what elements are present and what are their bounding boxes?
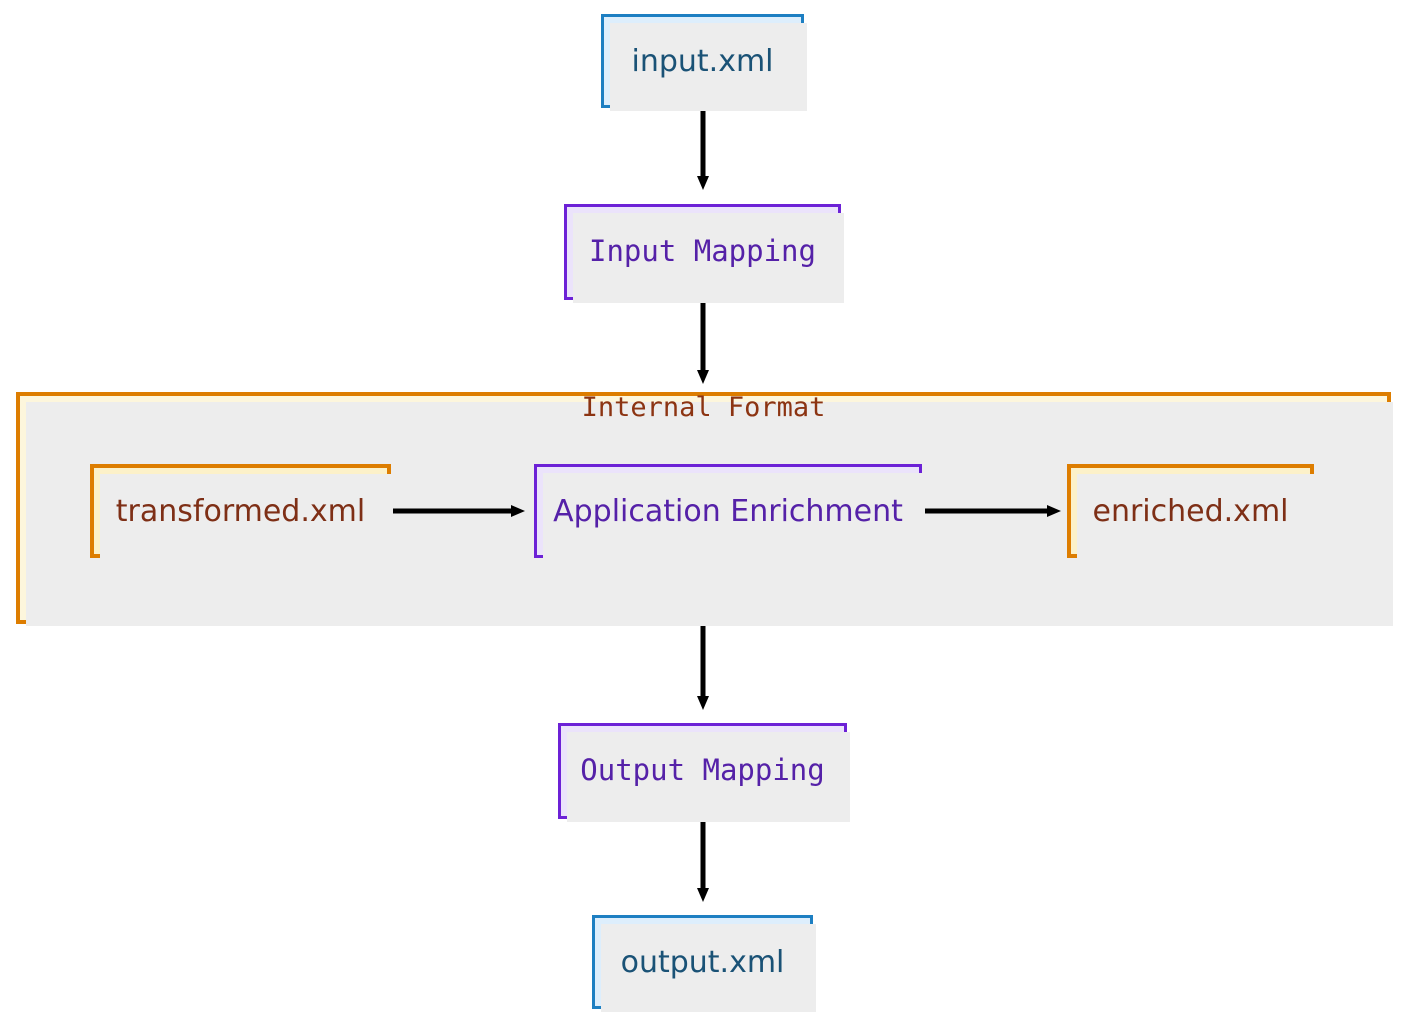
node-output-mapping[interactable]: Output Mapping: [558, 723, 850, 822]
node-input-xml[interactable]: input.xml: [601, 14, 807, 111]
node-label-application-enrichment: Application Enrichment: [553, 493, 903, 529]
node-application-enrichment[interactable]: Application Enrichment: [534, 464, 925, 561]
node-input-mapping[interactable]: Input Mapping: [564, 204, 844, 303]
node-enriched-xml[interactable]: enriched.xml: [1067, 464, 1316, 560]
node-output-xml[interactable]: output.xml: [592, 915, 816, 1012]
node-transformed-xml[interactable]: transformed.xml: [90, 464, 393, 560]
node-label-input-mapping: Input Mapping: [589, 234, 816, 269]
node-label-output-xml: output.xml: [620, 944, 785, 980]
node-label-enriched-xml: enriched.xml: [1092, 493, 1289, 529]
node-label-transformed-xml: transformed.xml: [115, 493, 366, 529]
node-label-input-xml: input.xml: [631, 43, 774, 79]
cluster-label-internal-format: Internal Format: [581, 392, 826, 423]
node-label-output-mapping: Output Mapping: [580, 753, 825, 788]
